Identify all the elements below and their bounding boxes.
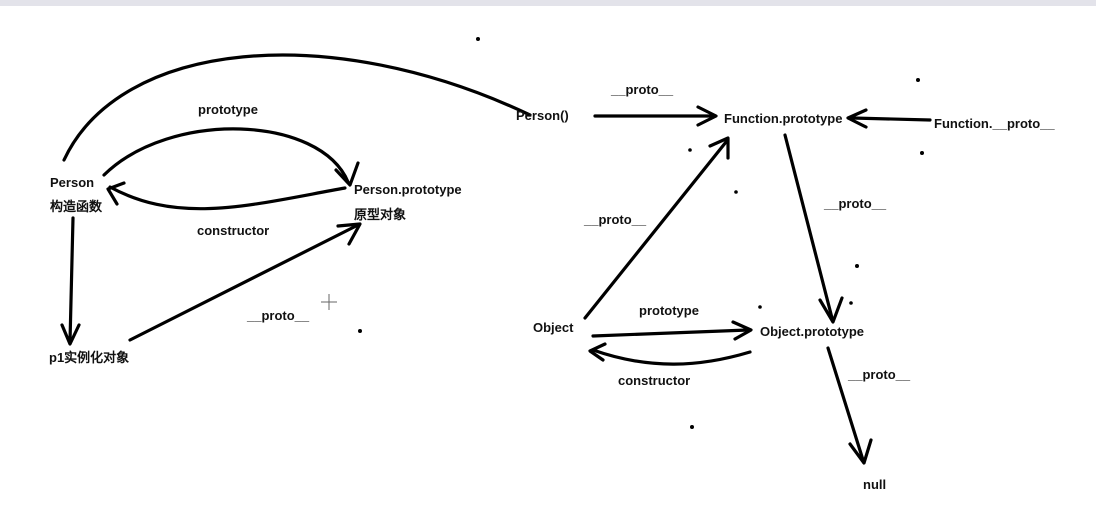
arrowhead-function-proto-self	[846, 108, 868, 129]
edge-label-constructor: constructor	[197, 223, 270, 238]
edge-object-prototype	[591, 328, 750, 338]
edge-label-proto-obj-to-null: __proto__	[848, 367, 911, 382]
arrowhead-object-constructor	[588, 342, 607, 362]
arrowhead-object-fp	[708, 136, 730, 160]
edge-op-to-null	[826, 346, 865, 462]
arrowhead-object-prototype	[731, 320, 753, 341]
node-person-subtitle: 构造函数	[50, 199, 103, 214]
node-function-prototype: Function.prototype	[724, 111, 843, 126]
cursor-crosshair-icon	[321, 294, 337, 310]
edge-instance-proto	[128, 223, 360, 342]
arrowhead-personfn-proto	[696, 105, 718, 127]
edge-object-constructor	[591, 348, 752, 366]
edge-label-proto-object: __proto__	[584, 212, 647, 227]
arrowhead-prototype	[334, 161, 360, 187]
edge-object-to-function-prototype	[583, 140, 728, 320]
edge-label-object-prototype: prototype	[639, 303, 699, 318]
node-person-fn: Person()	[516, 108, 569, 123]
arc-person-to-person-fn	[62, 53, 532, 162]
window-top-edge	[0, 0, 1096, 6]
edge-label-prototype: prototype	[198, 102, 258, 117]
stray-dots	[358, 37, 924, 429]
edge-constructor-curve	[108, 185, 347, 211]
edge-person-to-instance	[68, 216, 75, 344]
node-person: Person	[50, 175, 95, 190]
arrowhead-instance-proto	[336, 222, 362, 246]
edge-label-object-constructor: constructor	[618, 373, 691, 388]
edge-function-proto-self	[850, 116, 932, 122]
edge-label-proto-fn-to-obj: __proto__	[824, 196, 887, 211]
node-function-proto: Function.__proto__	[934, 116, 1055, 131]
node-object: Object	[533, 320, 574, 335]
node-person-prototype: Person.prototype	[354, 182, 462, 197]
arrowhead-constructor	[106, 181, 126, 206]
edge-fp-to-object-prototype	[783, 133, 834, 320]
edge-label-instance-proto: __proto__	[247, 308, 310, 323]
node-null: null	[863, 477, 887, 492]
arrowhead-op-null	[848, 438, 873, 465]
edge-label-proto-top: __proto__	[611, 82, 674, 97]
arrowhead-fp-op	[818, 296, 844, 324]
node-instance: p1实例化对象	[49, 350, 130, 365]
edge-prototype-curve	[102, 127, 350, 184]
node-person-prototype-subtitle: 原型对象	[354, 207, 407, 222]
node-object-prototype: Object.prototype	[760, 324, 865, 339]
arrowhead-instance	[60, 323, 81, 346]
